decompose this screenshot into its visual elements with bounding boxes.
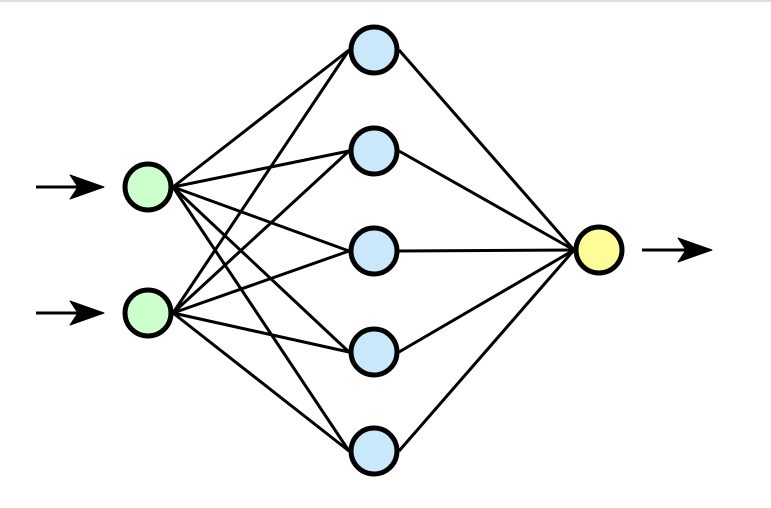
edge-h1-o1 (397, 49, 576, 251)
input-arrow-1-head-icon (69, 174, 105, 200)
hidden-node-h5 (348, 425, 400, 477)
edge-i1-h5 (171, 186, 351, 452)
hidden-node-h1 (348, 24, 400, 76)
input-node-i2 (122, 287, 174, 339)
top-divider-line (0, 0, 771, 2)
edge-i2-h3 (172, 249, 350, 315)
edge-i1-h2 (172, 149, 350, 189)
input-arrow-2-head-icon (69, 300, 105, 326)
hidden-node-h4 (348, 326, 400, 378)
output-node-o1 (573, 224, 625, 276)
edge-h4-o1 (398, 248, 575, 354)
edge-i2-h4 (172, 311, 350, 354)
edge-h5-o1 (397, 249, 576, 452)
edge-h3-o1 (398, 248, 575, 253)
edge-i1-h3 (172, 185, 350, 253)
edge-i1-h4 (171, 185, 351, 354)
edge-i2-h2 (171, 149, 351, 315)
output-arrow-head-icon (677, 237, 713, 263)
edge-i1-h1 (172, 48, 350, 189)
hidden-node-h2 (348, 125, 400, 177)
edge-h2-o1 (398, 149, 575, 252)
edge-i2-h1 (171, 49, 351, 314)
edge-i2-h5 (172, 311, 350, 453)
hidden-node-h3 (348, 225, 400, 277)
input-node-i1 (122, 161, 174, 213)
